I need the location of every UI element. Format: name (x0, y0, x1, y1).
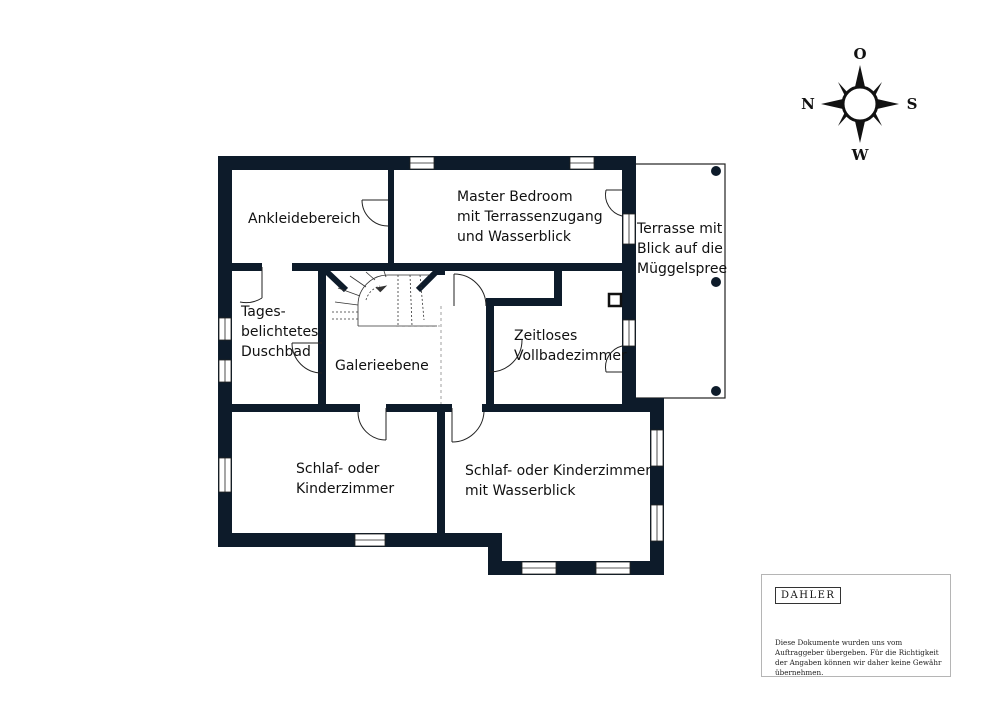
compass-south-label: S (907, 95, 918, 113)
room-label-galerie: Galerieebene (335, 358, 429, 374)
doors (239, 189, 623, 443)
room-label-line: Duschbad (241, 344, 311, 360)
window (354, 533, 386, 547)
window (650, 429, 664, 467)
terrace-post (711, 386, 721, 396)
door (291, 342, 323, 374)
door (605, 345, 623, 373)
window (622, 213, 636, 245)
room-label-line: mit Terrassenzugang (457, 209, 603, 225)
window (622, 319, 636, 347)
compass-north-label: N (801, 95, 815, 113)
room-label-line: Terrasse mit (636, 221, 723, 237)
compass-east-label: O (853, 45, 866, 63)
compass-needle (855, 65, 865, 87)
compass-needle (821, 99, 843, 109)
room-label-line: mit Wasserblick (465, 483, 576, 499)
room-label-line: Zeitloses (514, 328, 577, 344)
door (361, 199, 389, 227)
room-label-line: Master Bedroom (457, 189, 573, 205)
door (451, 408, 485, 443)
windows (218, 156, 664, 575)
room-label-line: Ankleidebereich (248, 211, 360, 227)
door (489, 339, 523, 373)
window (569, 156, 595, 170)
window (409, 156, 435, 170)
room-label-line: Vollbadezimmer (514, 348, 627, 364)
disclaimer-box: DAHLER Diese Dokumente wurden uns vom Au… (761, 574, 951, 677)
shaft (607, 292, 623, 308)
compass-needle (855, 121, 865, 143)
disclaimer-text: Diese Dokumente wurden uns vom Auftragge… (775, 638, 942, 677)
room-label-line: Tages- (240, 304, 286, 320)
room-label-line: Schlaf- oder (296, 461, 380, 477)
room-label-line: Blick auf die (637, 241, 723, 257)
window (218, 359, 232, 383)
room-label-line: Kinderzimmer (296, 481, 394, 497)
room-label-ankleide: Ankleidebereich (248, 211, 360, 227)
room-label-line: Müggelspree (637, 261, 727, 277)
compass-rose: O W N S (801, 45, 917, 164)
door (453, 273, 487, 307)
room-label-line: belichtetes (241, 324, 318, 340)
door (357, 408, 387, 441)
interior-walls (232, 170, 650, 537)
terrace-post (711, 277, 721, 287)
window (218, 317, 232, 341)
terrace-post (711, 166, 721, 176)
room-label-line: und Wasserblick (457, 229, 572, 245)
door (239, 267, 263, 304)
dahler-logo: DAHLER (775, 587, 842, 604)
window (595, 561, 631, 575)
room-label-line: Galerieebene (335, 358, 429, 374)
window (218, 457, 232, 493)
compass-west-label: W (851, 146, 870, 164)
compass-needle (877, 99, 899, 109)
room-label-line: Schlaf- oder Kinderzimmer (465, 463, 651, 479)
window (650, 504, 664, 542)
room-label-kinderzimmer-wasserblick: Schlaf- oder Kinderzimmer mit Wasserblick (465, 463, 651, 499)
window (521, 561, 557, 575)
terrace-area (633, 163, 726, 399)
door (605, 189, 623, 217)
room-label-master-bedroom: Master Bedroom mit Terrassenzugang und Was… (457, 189, 603, 245)
staircase (323, 268, 440, 327)
